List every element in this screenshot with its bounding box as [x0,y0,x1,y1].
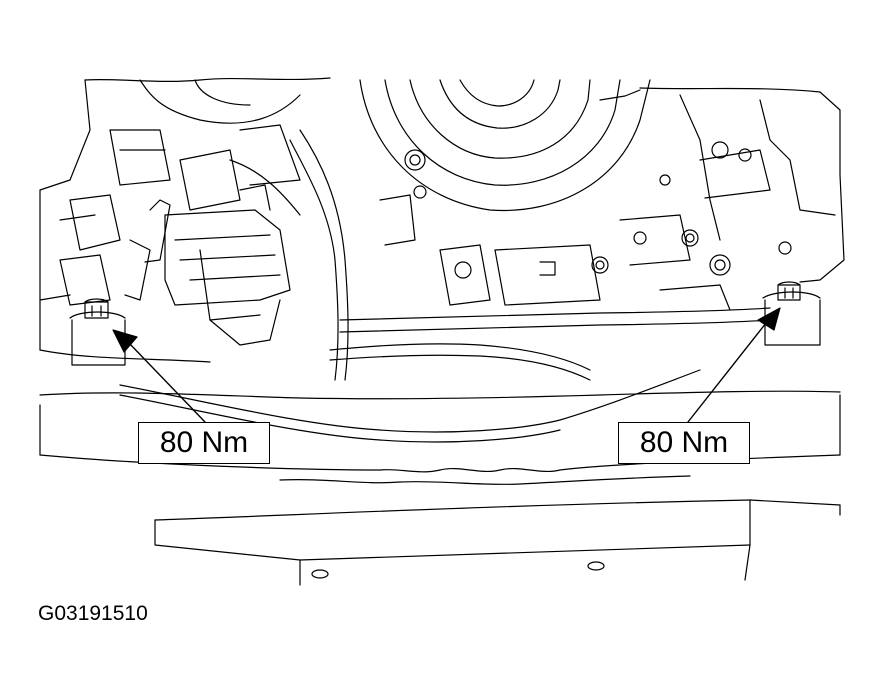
oil-pan-body [154,499,841,586]
leader-lines [127,317,771,423]
pulley-housing [359,79,651,212]
right-bolt-boss [762,281,821,346]
torque-callout-left: 80 Nm [138,422,270,464]
oil-pan-flange [39,390,841,485]
center-right-brackets [379,141,792,311]
engine-block-outline [39,77,845,363]
torque-callout-right: 80 Nm [618,422,750,464]
upper-left-components [39,79,349,381]
right-arrowhead-icon [757,307,781,331]
connector-assembly [124,159,301,346]
left-arrowhead-icon [112,329,138,353]
arrowheads [112,307,781,353]
figure-id-label: G03191510 [38,602,148,625]
torque-value-right: 80 Nm [639,426,729,459]
torque-value-left: 80 Nm [159,426,249,459]
